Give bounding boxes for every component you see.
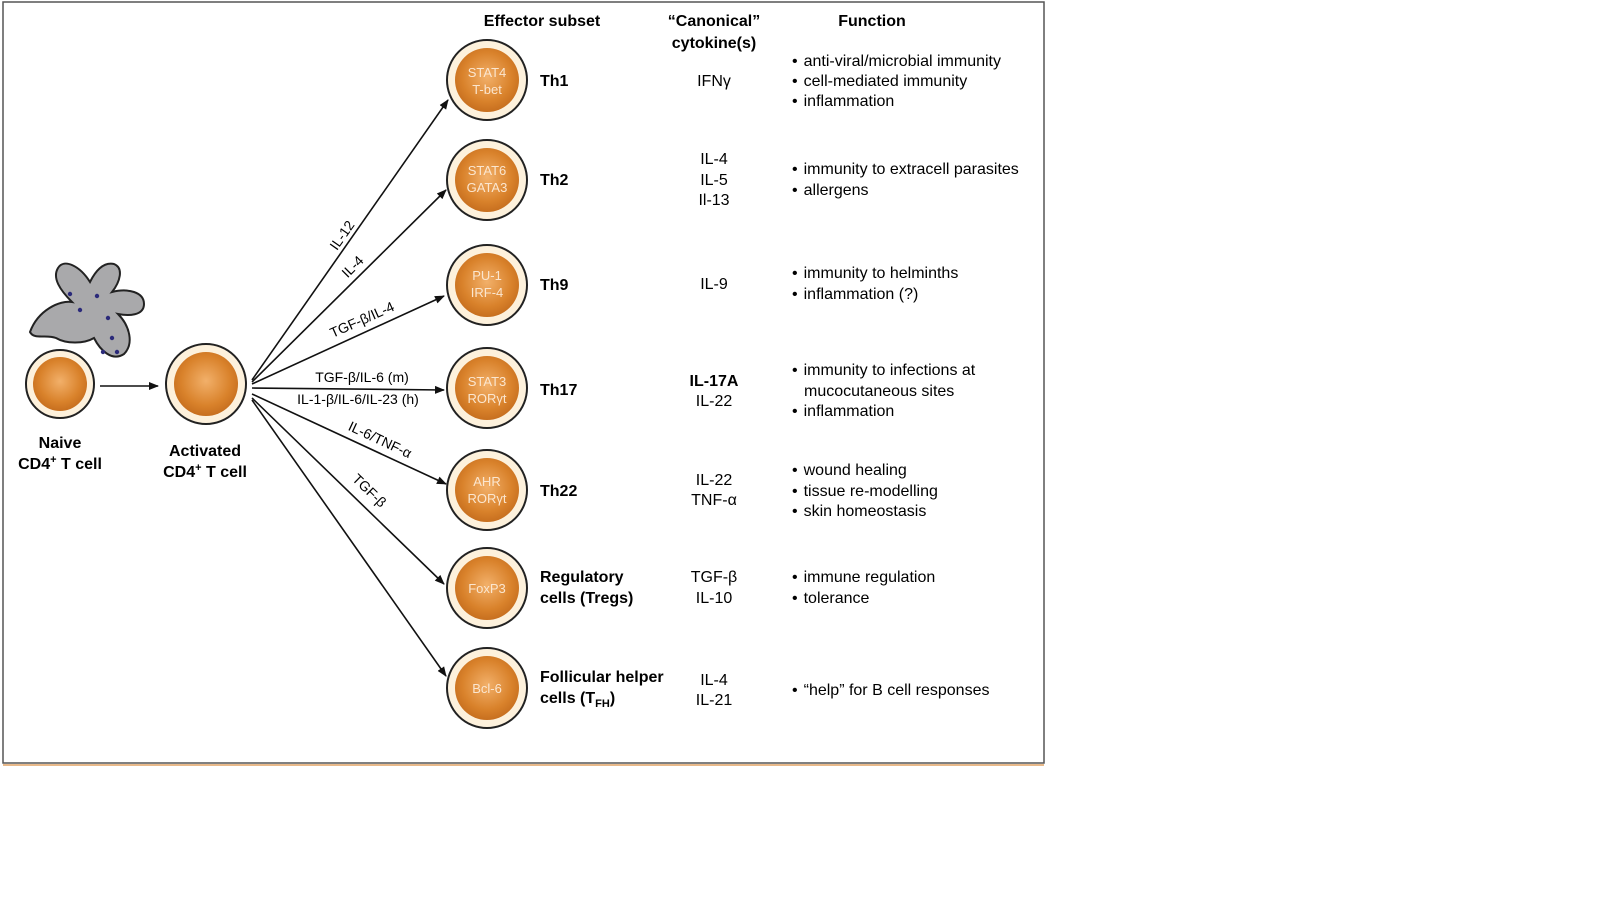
arrow-to-th22: [251, 393, 447, 485]
th2-cytokine-3: Il-13: [698, 192, 729, 209]
arrow-to-tfh: [251, 399, 447, 677]
th1-cytokine-1: IFNγ: [697, 73, 731, 90]
activated-t-cell: [165, 343, 247, 425]
tfh-cytokine-2: IL-21: [696, 692, 733, 709]
th22-name: Th22: [540, 483, 577, 500]
th2-name: Th2: [540, 172, 569, 189]
th22-function-1: •wound healing: [792, 462, 907, 479]
th2-function-1: •immunity to extracell parasites: [792, 161, 1019, 178]
th1-function-1: •anti-viral/microbial immunity: [792, 53, 1001, 70]
th17-cytokine-2: IL-22: [696, 393, 733, 410]
arrow-to-th17: [251, 385, 445, 394]
figure-frame: [2, 1, 1045, 764]
th9-cytokine-1: IL-9: [700, 276, 728, 293]
treg-function-1: •immune regulation: [792, 569, 935, 586]
header-function: Function: [838, 13, 906, 30]
arrow-label-tgfb: TGF-β: [349, 471, 389, 511]
subset-treg: FoxP3 Regulatory cells (Tregs) TGF-β IL-…: [446, 547, 935, 629]
tfh-tf-1: Bcl-6: [472, 681, 502, 696]
th1-function-3: •inflammation: [792, 93, 894, 110]
naive-cell-label-line2: CD4+ T cell: [18, 454, 102, 473]
header-cytokines-line1: “Canonical”: [668, 13, 760, 30]
arrow-to-treg: [251, 397, 445, 585]
th2-cytokine-1: IL-4: [700, 151, 728, 168]
treg-function-2: •tolerance: [792, 590, 870, 607]
activated-cell-label-line2: CD4+ T cell: [163, 462, 247, 481]
header-cytokines-line2: cytokine(s): [672, 35, 756, 52]
th1-function-2: •cell-mediated immunity: [792, 73, 967, 90]
th2-tf-2: GATA3: [467, 180, 508, 195]
th22-tf-1: AHR: [473, 474, 500, 489]
th1-tf-1: STAT4: [468, 65, 507, 80]
th22-tf-2: RORγt: [468, 491, 507, 506]
th9-tf-2: IRF-4: [471, 285, 504, 300]
treg-name-line2: cells (Tregs): [540, 590, 633, 607]
differentiation-arrows: [251, 99, 449, 677]
arrow-label-tgfb-il6: TGF-β/IL-6 (m): [315, 369, 409, 385]
th2-function-2: •allergens: [792, 182, 869, 199]
th17-tf-2: RORγt: [468, 391, 507, 406]
subset-th17: STAT3 RORγt Th17 IL-17A IL-22 •immunity …: [446, 347, 976, 429]
treg-tf-1: FoxP3: [468, 581, 506, 596]
subset-th22: AHR RORγt Th22 IL-22 TNF-α •wound healin…: [446, 449, 938, 531]
th9-name: Th9: [540, 277, 569, 294]
th9-function-2: •inflammation (?): [792, 286, 918, 303]
th1-tf-2: T-bet: [472, 82, 502, 97]
subset-th9: PU-1 IRF-4 Th9 IL-9 •immunity to helmint…: [446, 244, 958, 326]
th17-function-3: •inflammation: [792, 403, 894, 420]
th1-name: Th1: [540, 73, 569, 90]
arrow-label-il1b-il6-il23: IL-1-β/IL-6/IL-23 (h): [297, 391, 419, 407]
th9-tf-1: PU-1: [472, 268, 502, 283]
th17-cytokine-1: IL-17A: [690, 373, 739, 390]
header-effector-subset: Effector subset: [484, 13, 601, 30]
activated-cell-label-line1: Activated: [169, 443, 241, 460]
naive-cell-label-line1: Naive: [39, 435, 82, 452]
tfh-name-line1: Follicular helper: [540, 669, 664, 686]
th22-function-2: •tissue re-modelling: [792, 483, 938, 500]
th22-cytokine-2: TNF-α: [691, 492, 737, 509]
subset-tfh: Bcl-6 Follicular helper cells (TFH) IL-4…: [446, 647, 989, 729]
subset-th1: STAT4 T-bet Th1 IFNγ •anti-viral/microbi…: [446, 39, 1001, 121]
arrow-to-th2: [251, 189, 447, 383]
arrow-label-il4: IL-4: [338, 252, 367, 281]
treg-name-line1: Regulatory: [540, 569, 624, 586]
arrow-to-th1: [251, 99, 449, 381]
th17-function-1: •immunity to infections at: [792, 362, 976, 379]
tfh-function-1: •“help” for B cell responses: [792, 682, 989, 699]
tfh-name-line2: cells (TFH): [540, 690, 615, 710]
treg-cytokine-1: TGF-β: [691, 569, 738, 586]
th22-function-3: •skin homeostasis: [792, 503, 926, 520]
treg-cytokine-2: IL-10: [696, 590, 733, 607]
th17-function-2: mucocutaneous sites: [804, 383, 954, 400]
naive-t-cell: [25, 349, 95, 419]
dendritic-cell-icon: [28, 262, 146, 358]
tfh-cytokine-1: IL-4: [700, 672, 728, 689]
arrow-to-th9: [251, 295, 445, 385]
th17-tf-1: STAT3: [468, 374, 507, 389]
arrow-label-il6-tnfa: IL-6/TNF-α: [346, 418, 414, 461]
th2-cytokine-2: IL-5: [700, 172, 728, 189]
th9-function-1: •immunity to helminths: [792, 265, 958, 282]
th17-name: Th17: [540, 382, 577, 399]
th2-tf-1: STAT6: [468, 163, 507, 178]
subset-th2: STAT6 GATA3 Th2 IL-4 IL-5 Il-13 •immunit…: [446, 139, 1019, 221]
th22-cytokine-1: IL-22: [696, 472, 733, 489]
